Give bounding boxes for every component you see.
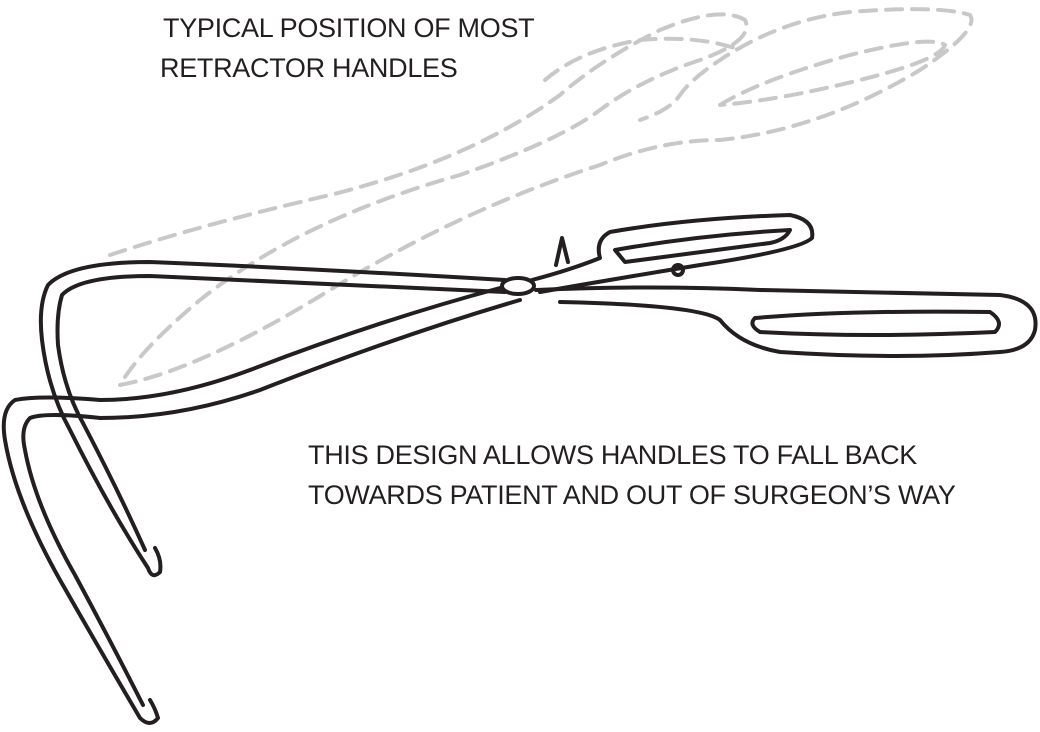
ghost-upper-arm <box>108 12 749 387</box>
ratchet-screw <box>671 263 685 277</box>
ghost-lower-loop <box>718 39 948 107</box>
upper-handle-window <box>613 228 792 264</box>
lower-handle-window <box>750 309 1001 337</box>
typical-position-label: TYPICAL POSITION OF MOST RETRACTOR HANDL… <box>160 8 535 88</box>
ghost-handles <box>108 7 974 387</box>
ratchet-spike <box>554 236 570 267</box>
upper-arm-inner <box>55 274 507 552</box>
this-design-line-1: THIS DESIGN ALLOWS HANDLES TO FALL BACK <box>308 440 917 470</box>
typical-position-line-2: RETRACTOR HANDLES <box>160 53 458 83</box>
this-design-line-2: TOWARDS PATIENT AND OUT OF SURGEON’S WAY <box>308 480 956 510</box>
upper-arm-outer <box>38 260 507 578</box>
retractor <box>1 213 1038 725</box>
ghost-lower-arm <box>118 7 974 387</box>
lower-arm-inner <box>21 298 522 707</box>
lower-arm-outer <box>1 286 502 725</box>
lower-handle <box>534 285 1038 358</box>
upper-handle <box>530 213 815 294</box>
typical-position-line-1: TYPICAL POSITION OF MOST <box>163 13 535 43</box>
this-design-label: THIS DESIGN ALLOWS HANDLES TO FALL BACK … <box>308 435 956 515</box>
ghost-upper-loop <box>543 36 742 82</box>
pivot-screw <box>500 276 536 296</box>
